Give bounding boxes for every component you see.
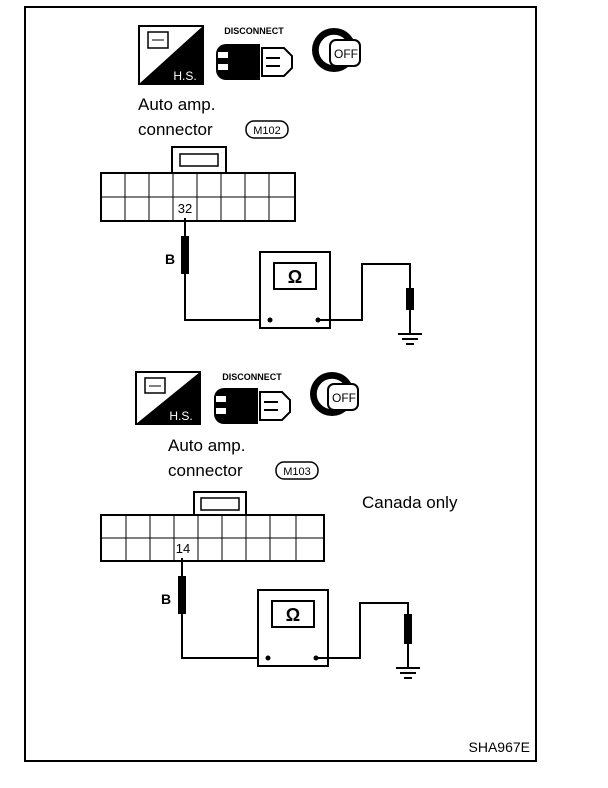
- test-1: H.S. DISCONNECT OFF Auto amp. connector …: [100, 25, 422, 345]
- key-off-label: OFF: [332, 391, 356, 405]
- ground-lead: [318, 263, 422, 345]
- probe-wire: [181, 218, 270, 321]
- terminal-number: 32: [178, 201, 192, 216]
- connector-title-line2: connector: [168, 461, 243, 480]
- connector-code: M102: [253, 125, 281, 137]
- hs-label: H.S.: [169, 409, 192, 423]
- figure-id: SHA967E: [469, 739, 530, 755]
- harness-sensor-icon: H.S.: [135, 371, 201, 425]
- hs-label: H.S.: [173, 69, 196, 83]
- ohmmeter: [259, 251, 331, 329]
- disconnect-icon: DISCONNECT: [216, 26, 293, 80]
- ohm-symbol: Ω: [288, 267, 302, 287]
- ignition-off-icon: OFF: [312, 28, 361, 72]
- disconnect-label: DISCONNECT: [224, 26, 284, 36]
- connector-body: [100, 146, 296, 222]
- wire-color-label: B: [165, 251, 175, 267]
- wire-color-label: B: [161, 591, 171, 607]
- connector-code: M103: [283, 466, 311, 478]
- ohmmeter: [257, 589, 329, 667]
- connector-title-line1: Auto amp.: [138, 95, 216, 114]
- test-2: H.S. DISCONNECT OFF Auto amp. connector …: [100, 371, 458, 679]
- ground-lead: [316, 602, 420, 679]
- connector-code-badge: [245, 120, 289, 139]
- canada-only-note: Canada only: [362, 493, 458, 512]
- connector-code-badge: [275, 461, 319, 480]
- harness-sensor-icon: H.S.: [138, 25, 204, 85]
- disconnect-icon: DISCONNECT: [214, 372, 291, 424]
- disconnect-label: DISCONNECT: [222, 372, 282, 382]
- connector-title-line1: Auto amp.: [168, 436, 246, 455]
- ohm-symbol: Ω: [286, 605, 300, 625]
- key-off-label: OFF: [334, 47, 358, 61]
- terminal-number: 14: [176, 541, 190, 556]
- ignition-off-icon: OFF: [310, 372, 359, 416]
- probe-wire: [178, 558, 268, 659]
- connector-body: [100, 491, 325, 562]
- diagram-frame: [24, 6, 537, 762]
- connector-title-line2: connector: [138, 120, 213, 139]
